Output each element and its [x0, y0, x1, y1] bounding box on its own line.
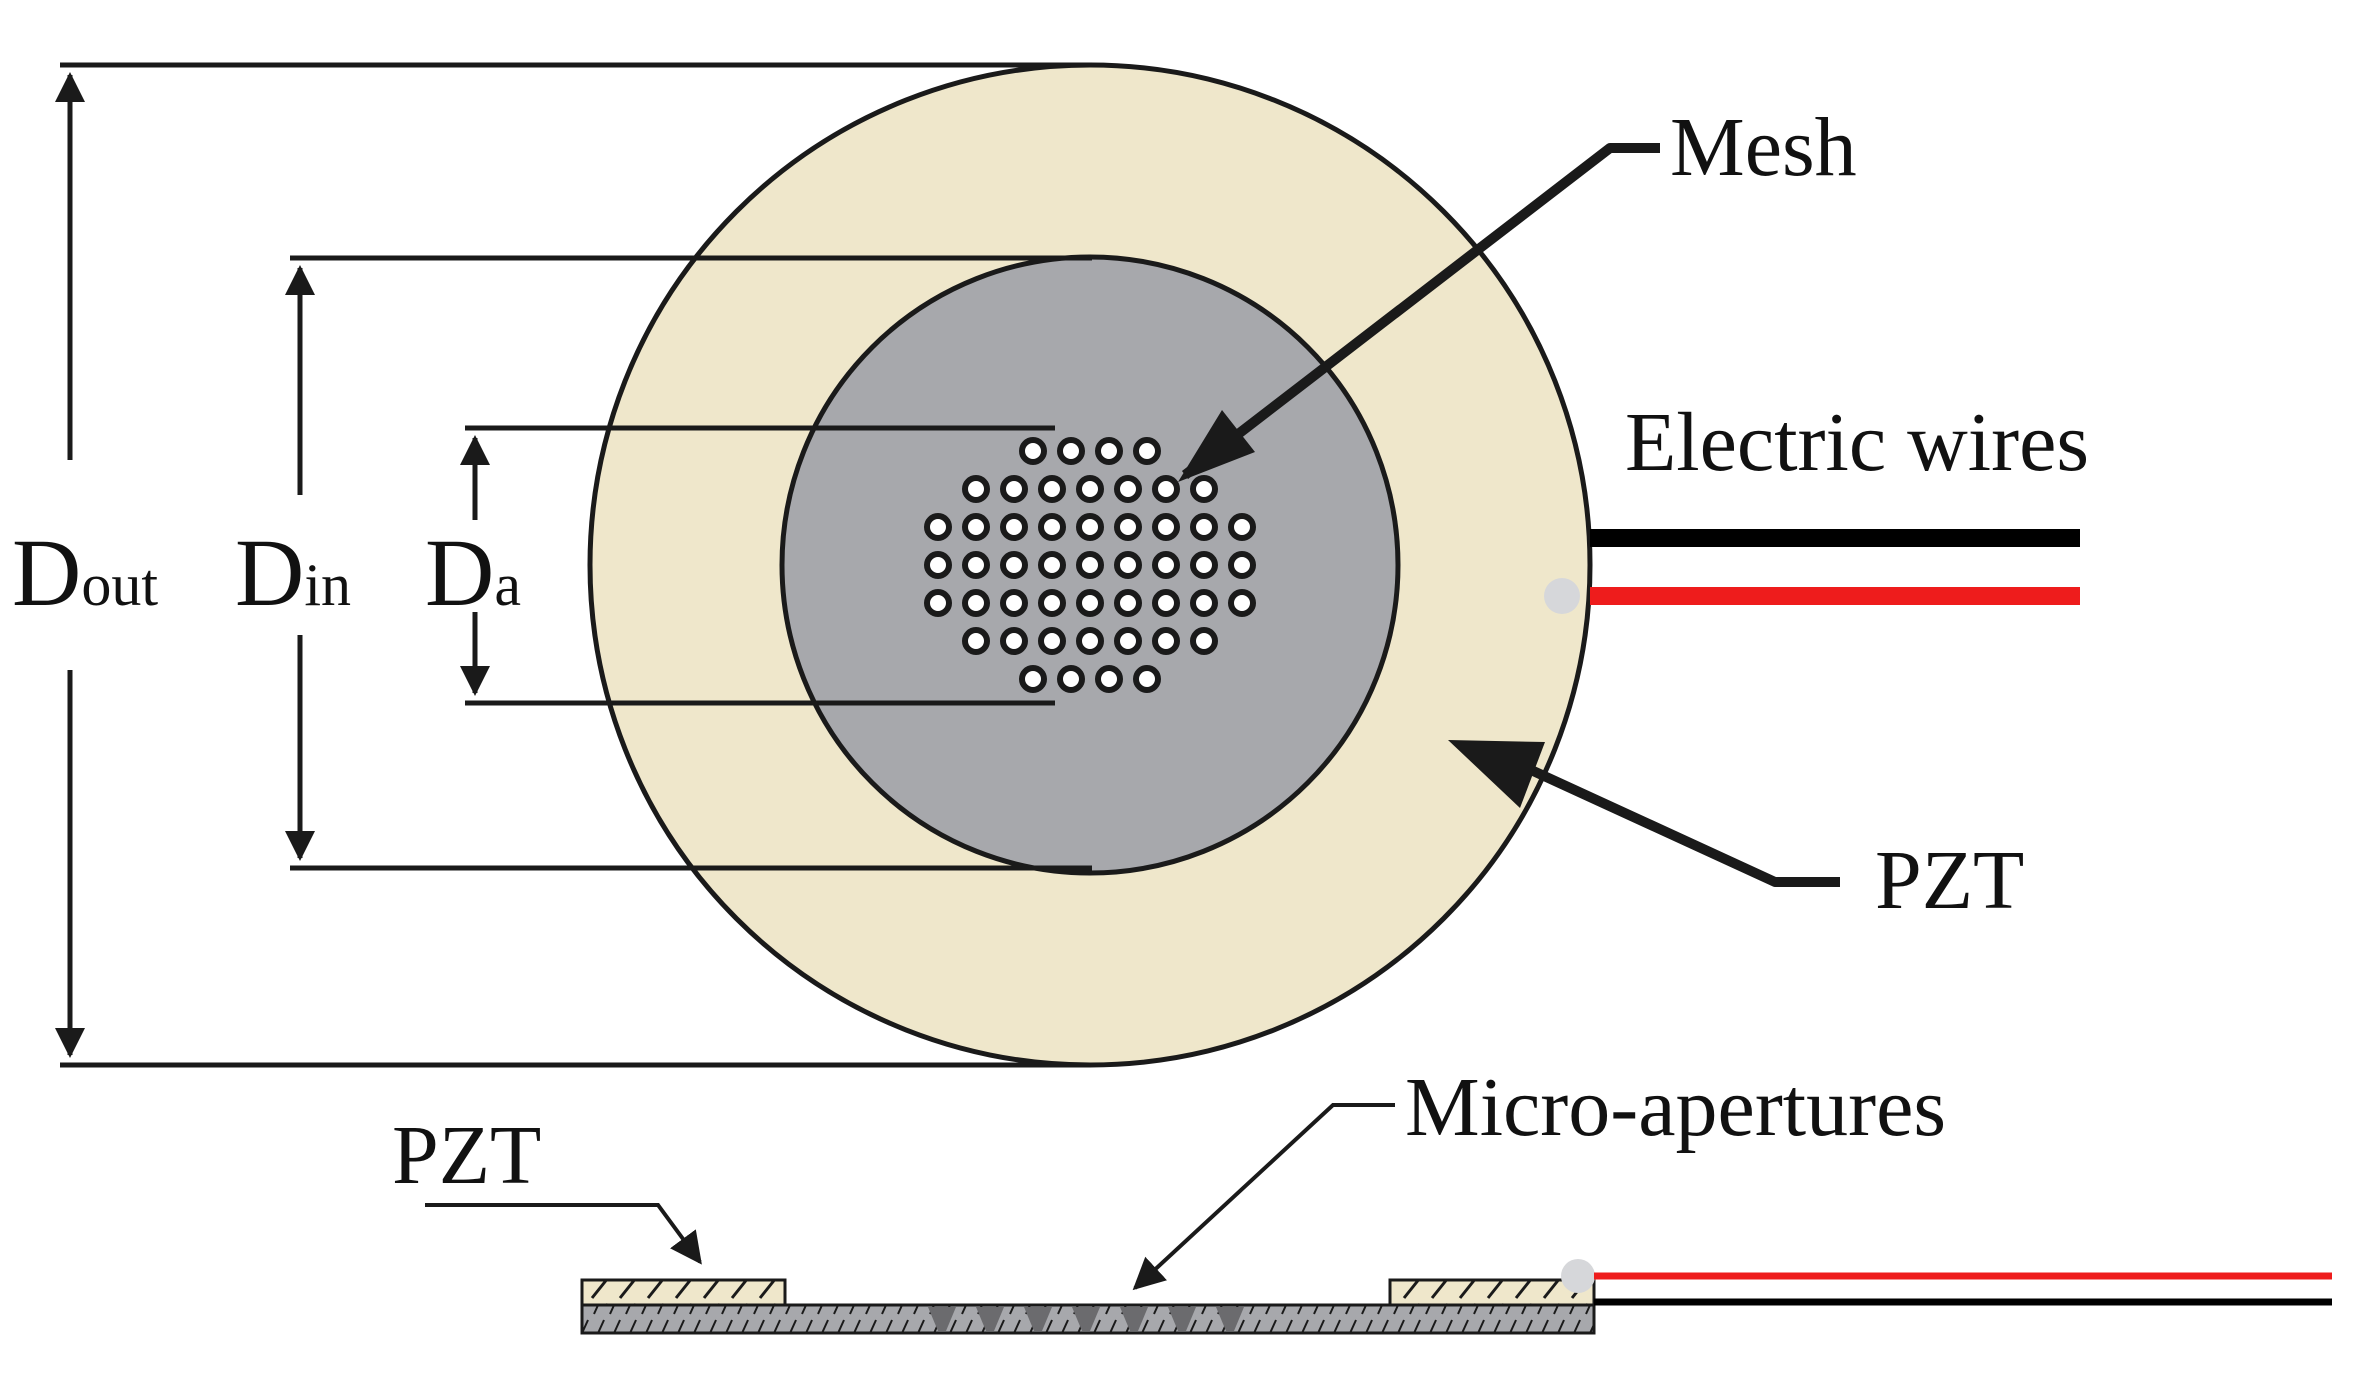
aperture-hole	[1114, 475, 1142, 503]
side-contact-dot	[1561, 1259, 1595, 1293]
aperture-hole	[924, 513, 952, 541]
aperture-hole	[1095, 665, 1123, 693]
aperture-hole	[1000, 551, 1028, 579]
micro-apertures-leader	[1132, 1103, 1395, 1291]
aperture-hole	[1190, 589, 1218, 617]
d-out-label: Dout	[12, 519, 158, 626]
pzt-cross-section-left	[580, 1278, 787, 1307]
aperture-hole	[1038, 627, 1066, 655]
aperture-hole	[1114, 513, 1142, 541]
aperture-hole	[1228, 513, 1256, 541]
d-a-label: Da	[425, 519, 521, 626]
aperture-hole	[1038, 475, 1066, 503]
aperture-hole	[1076, 627, 1104, 655]
aperture-hole	[962, 551, 990, 579]
micro-aperture-cone	[976, 1307, 1004, 1331]
micro-aperture-cones	[928, 1307, 1244, 1331]
aperture-hole	[1019, 437, 1047, 465]
aperture-hole	[1114, 589, 1142, 617]
electric-wires-label: Electric wires	[1625, 396, 2089, 489]
aperture-hole	[1190, 475, 1218, 503]
d-a-dimension	[460, 425, 1055, 706]
aperture-hole	[1057, 437, 1085, 465]
aperture-hole	[1038, 589, 1066, 617]
mesh-label: Mesh	[1670, 101, 1857, 194]
aperture-hole	[924, 551, 952, 579]
aperture-hole	[1114, 627, 1142, 655]
pzt-arrowhead-top	[1448, 740, 1545, 808]
aperture-hole	[1152, 551, 1180, 579]
aperture-hole	[1019, 665, 1047, 693]
aperture-hole	[962, 627, 990, 655]
aperture-hole	[1057, 665, 1085, 693]
aperture-hole	[1000, 627, 1028, 655]
aperture-hole	[1152, 589, 1180, 617]
aperture-hole	[1000, 475, 1028, 503]
aperture-hole	[1228, 551, 1256, 579]
mesh-arrowhead	[1178, 410, 1255, 482]
aperture-hole	[1076, 551, 1104, 579]
pzt-leader-top	[1502, 753, 1840, 887]
aperture-hole	[1095, 437, 1123, 465]
aperture-hole	[1076, 475, 1104, 503]
micro-aperture-cone	[1024, 1307, 1052, 1331]
mesh-leader	[1181, 143, 1660, 479]
pzt-top-label: PZT	[1875, 834, 2024, 927]
aperture-hole	[1076, 513, 1104, 541]
pzt-leader-bottom	[425, 1203, 702, 1265]
d-out-dimension	[55, 62, 1090, 1068]
aperture-hole	[1152, 475, 1180, 503]
micro-aperture-cone	[1168, 1307, 1196, 1331]
aperture-hole	[1228, 589, 1256, 617]
aperture-hole	[1114, 551, 1142, 579]
d-in-label: Din	[235, 519, 351, 626]
aperture-array	[924, 437, 1256, 693]
aperture-hole	[1152, 513, 1180, 541]
aperture-hole	[962, 475, 990, 503]
aperture-hole	[1190, 627, 1218, 655]
aperture-hole	[1000, 513, 1028, 541]
contact-dot	[1544, 578, 1580, 614]
d-in-dimension	[285, 255, 1092, 871]
aperture-hole	[1190, 551, 1218, 579]
aperture-hole	[962, 589, 990, 617]
aperture-hole	[962, 513, 990, 541]
micro-aperture-cone	[1120, 1307, 1148, 1331]
micro-apertures-label: Micro-apertures	[1405, 1061, 1946, 1154]
micro-aperture-cone	[1072, 1307, 1100, 1331]
pzt-bottom-label: PZT	[392, 1109, 541, 1202]
aperture-hole	[1000, 589, 1028, 617]
aperture-hole	[1133, 665, 1161, 693]
aperture-hole	[1076, 589, 1104, 617]
micro-aperture-cone	[928, 1307, 956, 1331]
aperture-hole	[924, 589, 952, 617]
aperture-hole	[1038, 513, 1066, 541]
aperture-hole	[1038, 551, 1066, 579]
micro-aperture-cone	[1216, 1307, 1244, 1331]
aperture-hole	[1190, 513, 1218, 541]
aperture-hole	[1152, 627, 1180, 655]
aperture-hole	[1133, 437, 1161, 465]
pzt-cross-section-right	[1388, 1278, 1596, 1307]
